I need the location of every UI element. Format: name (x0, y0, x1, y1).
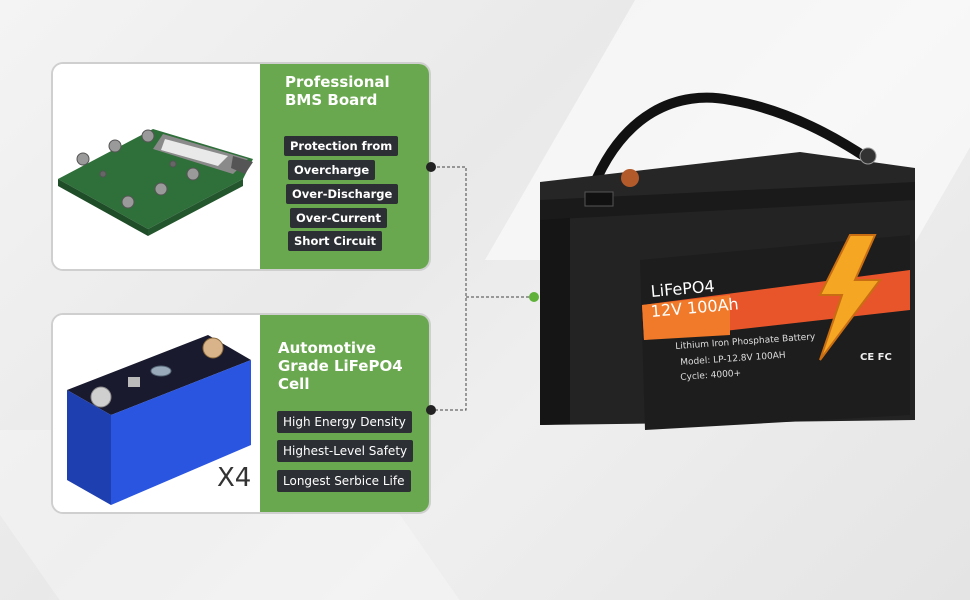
cell-count-label: X4 (217, 463, 252, 493)
cell-feature-tag: Highest-Level Safety (277, 440, 414, 462)
cell-feature-tag: Longest Serbice Life (277, 470, 411, 492)
bms-board-image (53, 64, 260, 269)
cell-feature-panel: Automotive Grade LiFePO4 Cell High Energ… (260, 315, 429, 512)
connector-dot (426, 405, 436, 415)
cell-title: Automotive Grade LiFePO4 Cell (278, 339, 403, 393)
bms-title: Professional BMS Board (285, 73, 390, 109)
connector-dot (426, 162, 436, 172)
bms-feature-panel: Professional BMS Board Protection from O… (260, 64, 429, 269)
battery-image: LiFePO4 12V 100Ah Lithium Iron Phosphate… (530, 90, 940, 450)
bms-feature-tag: Short Circuit (288, 231, 383, 251)
cell-feature-tag: High Energy Density (277, 411, 412, 433)
bms-feature-tag: Protection from (284, 136, 399, 156)
bms-card: Professional BMS Board Protection from O… (51, 62, 431, 271)
bms-feature-tag: Overcharge (288, 160, 376, 180)
bms-feature-tag: Over-Current (290, 208, 387, 228)
connector-dot (529, 292, 539, 302)
cell-card: X4 Automotive Grade LiFePO4 Cell High En… (51, 313, 431, 514)
battery-cert-marks: CE FC (860, 352, 892, 363)
cell-image: X4 (53, 315, 260, 512)
bms-feature-tag: Over-Discharge (286, 184, 399, 204)
